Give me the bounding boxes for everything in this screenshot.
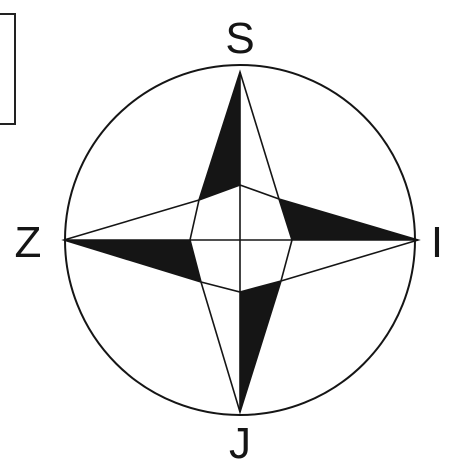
west-label: Z xyxy=(15,218,42,267)
north-label: S xyxy=(225,14,254,63)
east-label: I xyxy=(431,218,443,267)
star-dark-fills xyxy=(64,72,418,412)
star-inner-octagon xyxy=(190,185,292,292)
south-label: J xyxy=(229,419,251,468)
